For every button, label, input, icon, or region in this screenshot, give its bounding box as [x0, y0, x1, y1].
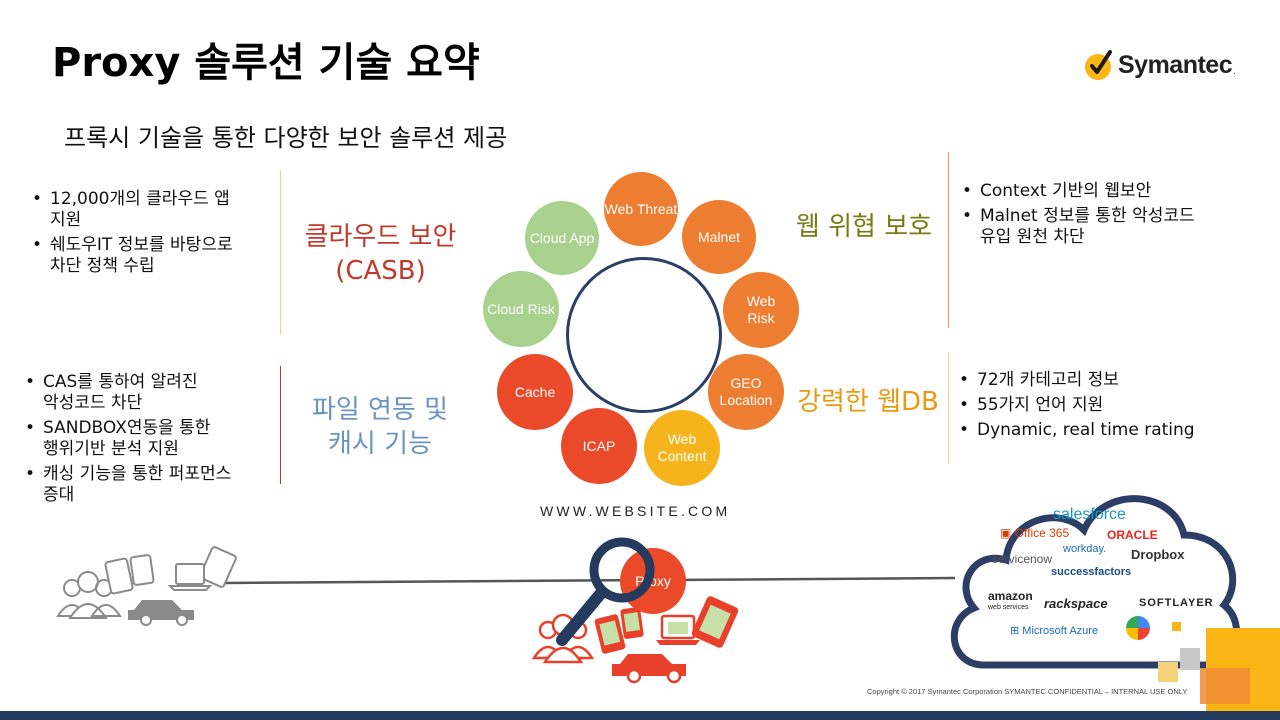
brand-servicenow: servicenow: [992, 552, 1053, 566]
divider-file-cache: [280, 366, 281, 484]
google-cloud-icon: [1126, 616, 1150, 640]
brand-workday: workday.: [1063, 543, 1107, 555]
brand-softlayer: SOFTLAYER: [1139, 597, 1214, 609]
bullets-web-db: 72개 카테고리 정보 55가지 언어 지원 Dynamic, real tim…: [957, 370, 1257, 445]
divider-web-db: [948, 352, 949, 464]
divider-web-threat: [948, 152, 949, 328]
list-item: 12,000개의 클라우드 앱지원: [30, 189, 280, 231]
decor-orange-block: [1200, 668, 1250, 704]
brand-rackspace: rackspace: [1044, 596, 1108, 611]
node-cloud-risk: Cloud Risk: [483, 271, 559, 347]
brand-oracle: ORACLE: [1107, 528, 1158, 542]
car-red-icon: [612, 654, 686, 684]
logo-wordmark: Symantec: [1118, 50, 1233, 79]
accent-square: [1172, 622, 1181, 631]
cloud-services-icon: [950, 495, 1240, 669]
node-web-threat: Web Threat: [604, 172, 678, 246]
check-circle-icon: [1085, 50, 1112, 80]
mobile-devices-icon: [104, 546, 237, 595]
symantec-logo: Symantec .: [1084, 48, 1236, 82]
car-icon: [128, 600, 194, 626]
divider-cloud-security: [280, 170, 281, 335]
network-illustration: [56, 546, 956, 684]
node-malnet: Malnet: [682, 200, 756, 274]
list-item: Context 기반의 웹보안: [960, 181, 1260, 202]
magnifier-icon: [556, 537, 655, 646]
node-cache: Cache: [497, 354, 573, 430]
brand-azure: ⊞ Microsoft Azure: [1010, 625, 1099, 637]
category-web-threat: 웹 위협 보호: [795, 212, 933, 242]
decor-gray-block: [1180, 648, 1200, 670]
brand-dropbox: Dropbox: [1131, 547, 1185, 562]
category-web-db: 강력한 웹DB: [797, 387, 939, 417]
page-title: Proxy 솔루션 기술 요약: [52, 40, 480, 86]
center-ring: [566, 257, 722, 413]
node-cloud-app: Cloud App: [525, 201, 599, 275]
secured-devices-icon: [594, 596, 739, 654]
logo-trademark: .: [1233, 66, 1236, 76]
brand-successfactors: successfactors: [1051, 566, 1132, 578]
list-item: 55가지 언어 지원: [957, 395, 1257, 416]
node-icap: ICAP: [561, 408, 637, 484]
list-item: Dynamic, real time rating: [957, 420, 1257, 441]
laptop-icon: [167, 563, 213, 591]
category-cloud-security: 클라우드 보안 (CASB): [304, 222, 457, 286]
category-file-cache: 파일 연동 및 캐시 기능: [311, 395, 449, 459]
decor-light-yellow-block: [1158, 662, 1178, 682]
website-label: WWW.WEBSITE.COM: [540, 503, 731, 519]
footer-bar: [0, 711, 1280, 720]
brand-amazon: amazon web services: [988, 589, 1033, 611]
brand-office365: ▣ Office 365: [1000, 526, 1070, 540]
list-item: 72개 카테고리 정보: [957, 370, 1257, 391]
copyright-text: Copyright © 2017 Symantec Corporation SY…: [867, 687, 1188, 696]
brand-salesforce: salesforce: [1053, 506, 1126, 523]
page-subtitle: 프록시 기술을 통한 다양한 보안 솔루션 제공: [64, 124, 508, 152]
